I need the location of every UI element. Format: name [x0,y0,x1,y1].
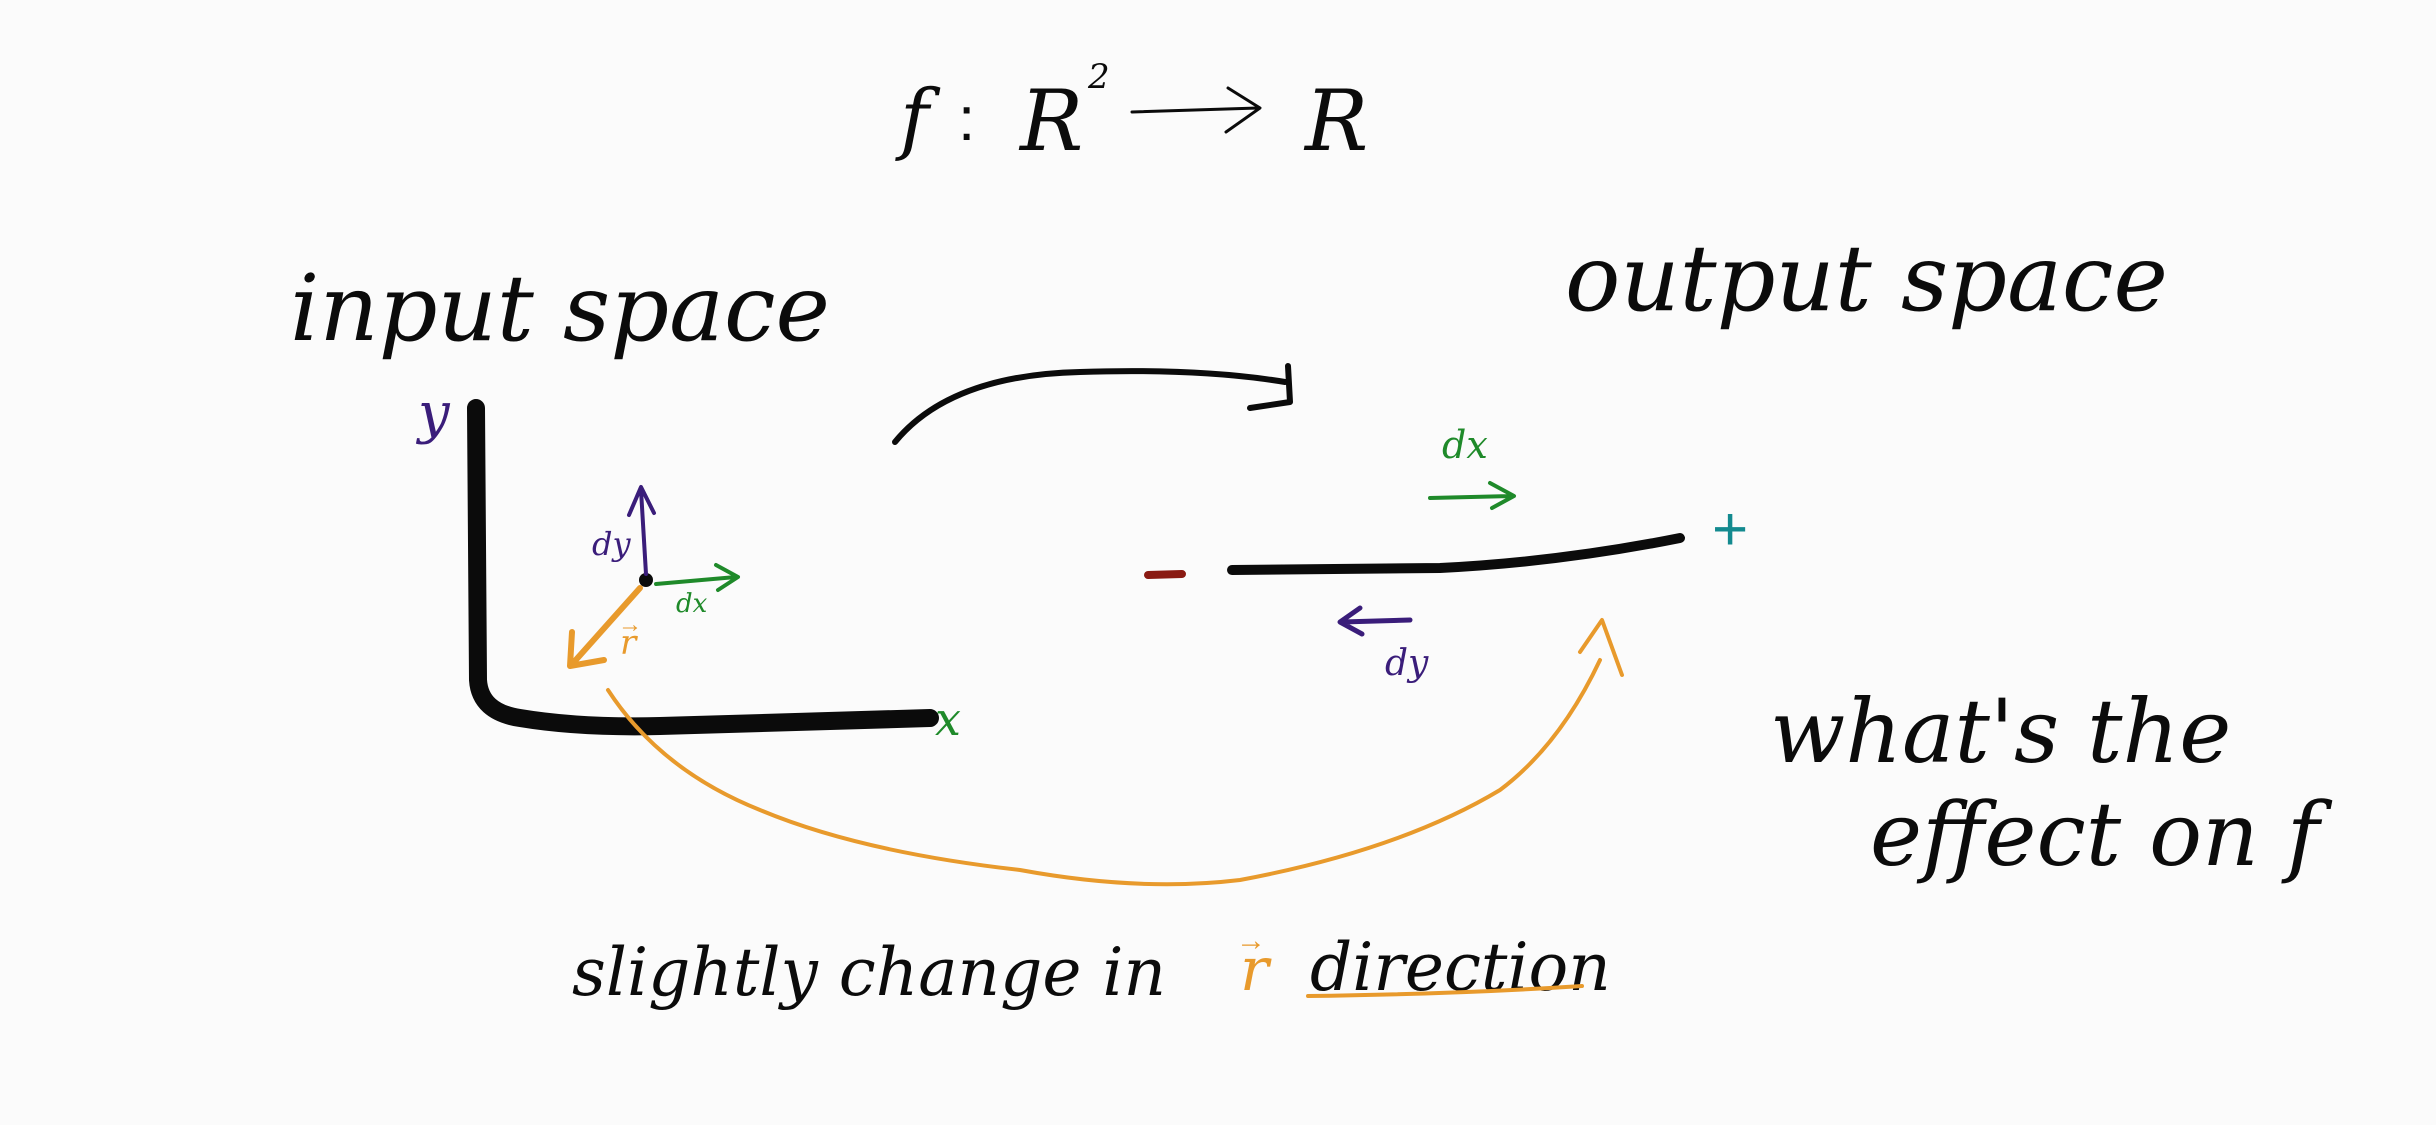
title-codomain: R [1303,72,1368,170]
input-space-label: input space [290,255,830,362]
input-axes: y x [415,381,961,746]
input-point [639,573,653,587]
function-signature: f : R 2 R [895,57,1368,170]
dy-arrow-output [1337,605,1413,637]
caption-text: slightly change in [572,934,1166,1011]
question-line-2: effect on f [1870,783,2333,886]
title-colon: : [958,85,975,154]
title-f: f [895,74,941,164]
question-line-1: what's the [1770,680,2231,783]
direction-underline [1306,984,1584,998]
caption-r: r [1240,935,1272,1005]
output-axis [1227,533,1685,575]
mapping-arrow [1130,86,1262,134]
plus-mark: + [1712,495,1748,564]
output-line: + dx dy [1144,423,1748,684]
dx-arrow-input [654,563,740,592]
r-vector-arrow [567,585,643,669]
title-domain: R [1018,72,1083,170]
title-exponent: 2 [1087,57,1110,97]
dx-label-input: dx [676,589,708,619]
dy-label-input: dy [592,525,631,563]
caption: slightly change in → r direction [572,924,1611,1011]
caption-r-accent: → [1236,924,1266,957]
dy-label-output: dy [1385,643,1429,684]
r-vec-label: r [620,623,638,663]
mapping-arc [892,363,1293,445]
dx-arrow-output [1428,481,1516,510]
minus-mark [1144,570,1186,579]
x-axis-label: x [935,692,961,746]
y-axis-line [467,399,939,736]
r-vec-accent: → [618,611,642,638]
y-axis-label: y [415,381,451,446]
dy-arrow-input [627,485,656,576]
input-point-vectors: dy dx → r [567,485,740,669]
dx-label-output: dx [1442,423,1488,467]
output-space-label: output space [1565,225,2168,332]
direction-curve [606,618,1624,887]
